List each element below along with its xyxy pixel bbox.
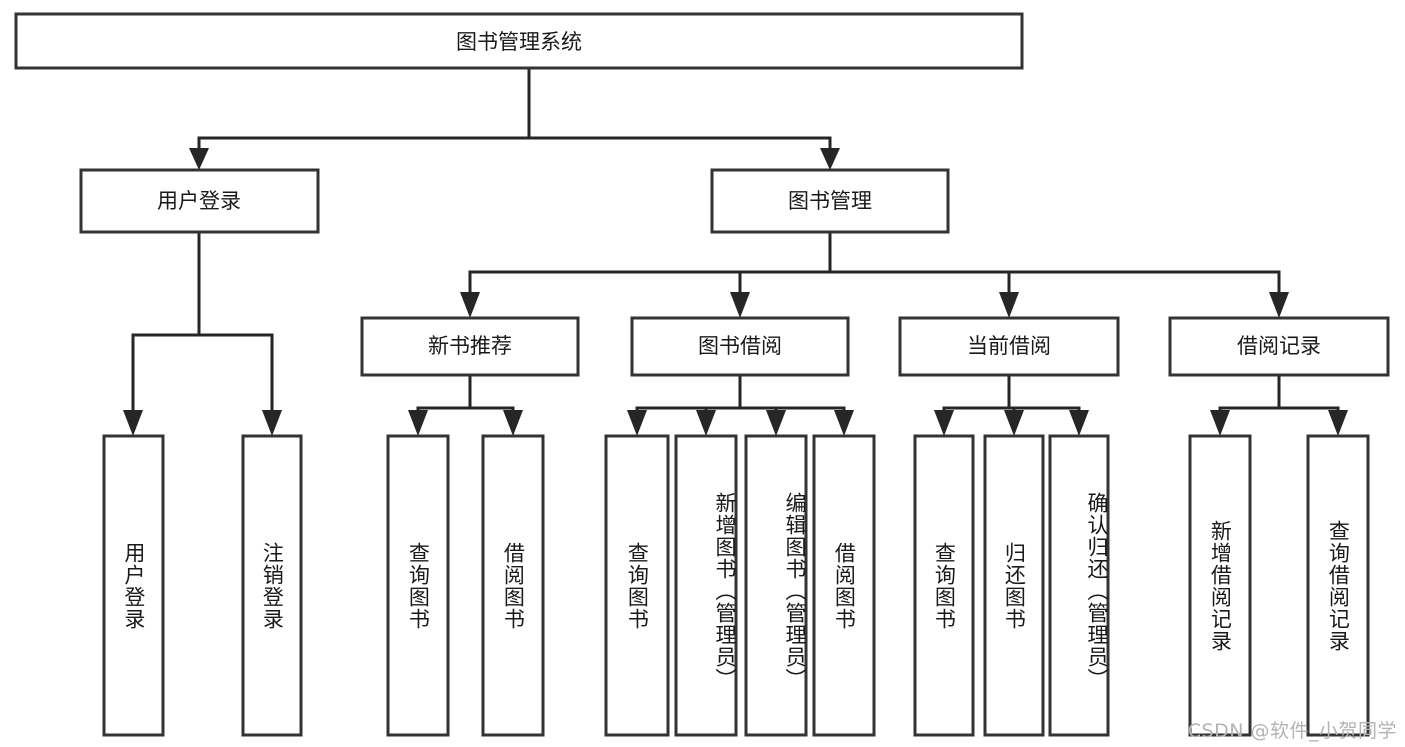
- connector-group-root: [189, 66, 840, 170]
- arrow-to-current-borrow: [999, 292, 1019, 318]
- arrow-to-leaf-add-record: [1210, 410, 1230, 436]
- arrow-to-new-book-recommend: [460, 292, 480, 318]
- arrow-to-user-login: [189, 148, 209, 170]
- connector-group-book-manage: [460, 230, 1289, 318]
- connector-group-current-borrow: [934, 373, 1089, 436]
- node-leaf-edit-book[interactable]: [744, 434, 808, 737]
- arrow-to-leaf-query-book-1: [408, 410, 428, 436]
- node-current-borrow-label: 当前借阅: [967, 334, 1051, 358]
- arrow-to-leaf-borrow-book-2: [834, 410, 854, 436]
- arrow-to-leaf-query-book-2: [627, 410, 647, 436]
- node-new-book-recommend-label: 新书推荐: [428, 334, 512, 358]
- node-leaf-borrow-book-2[interactable]: [812, 434, 876, 737]
- node-leaf-query-book-2[interactable]: [604, 434, 670, 737]
- node-leaf-query-book-3[interactable]: [913, 434, 975, 737]
- arrow-to-leaf-user-login: [123, 410, 143, 436]
- node-user-login[interactable]: [79, 168, 320, 234]
- connector-group-book-borrow: [627, 373, 854, 436]
- arrow-to-leaf-confirm-return: [1069, 410, 1089, 436]
- box-group-root: 图书管理系统: [14, 12, 1024, 70]
- node-leaf-borrow-book-1[interactable]: [481, 434, 545, 737]
- node-leaf-user-login[interactable]: [102, 434, 165, 737]
- connector-group-user-login: [123, 230, 282, 436]
- arrow-to-leaf-query-book-3: [934, 410, 954, 436]
- arrow-to-leaf-edit-book: [766, 410, 786, 436]
- arrow-to-borrow-record: [1269, 292, 1289, 318]
- node-leaf-add-record[interactable]: [1188, 434, 1252, 737]
- node-leaf-return-book[interactable]: [983, 434, 1045, 737]
- node-book-manage-label: 图书管理: [788, 189, 872, 213]
- node-user-login-label: 用户登录: [157, 189, 241, 213]
- arrow-to-leaf-return-book: [1004, 410, 1024, 436]
- connector-group-borrow-record: [1210, 373, 1348, 436]
- box-group-level2: 用户登录 图书管理: [79, 168, 950, 234]
- node-leaf-query-book-1[interactable]: [386, 434, 450, 737]
- node-root-label: 图书管理系统: [456, 30, 582, 54]
- arrow-to-leaf-query-record: [1328, 410, 1348, 436]
- node-book-manage[interactable]: [710, 168, 950, 234]
- csdn-watermark: CSDN @软件_小贺同学: [1187, 720, 1397, 742]
- node-current-borrow[interactable]: [898, 316, 1120, 377]
- connector-group-new-book-recommend: [408, 373, 523, 436]
- node-borrow-record-label: 借阅记录: [1237, 334, 1321, 358]
- box-group-leaves: [102, 434, 1370, 737]
- node-root[interactable]: [14, 12, 1024, 70]
- node-borrow-record[interactable]: [1168, 316, 1390, 377]
- arrow-to-leaf-borrow-book-1: [503, 410, 523, 436]
- node-leaf-logout[interactable]: [241, 434, 303, 737]
- node-book-borrow-label: 图书借阅: [698, 334, 782, 358]
- box-group-level3: 新书推荐 图书借阅 当前借阅 借阅记录: [360, 316, 1390, 377]
- node-leaf-confirm-return[interactable]: [1048, 434, 1110, 737]
- node-leaf-add-book[interactable]: [674, 434, 738, 737]
- node-book-borrow[interactable]: [630, 316, 850, 377]
- arrow-to-book-borrow: [730, 292, 750, 318]
- arrow-to-book-manage: [820, 148, 840, 170]
- arrow-to-leaf-add-book: [696, 410, 716, 436]
- node-leaf-query-record[interactable]: [1306, 434, 1370, 737]
- arrow-to-leaf-logout: [262, 410, 282, 436]
- node-new-book-recommend[interactable]: [360, 316, 580, 377]
